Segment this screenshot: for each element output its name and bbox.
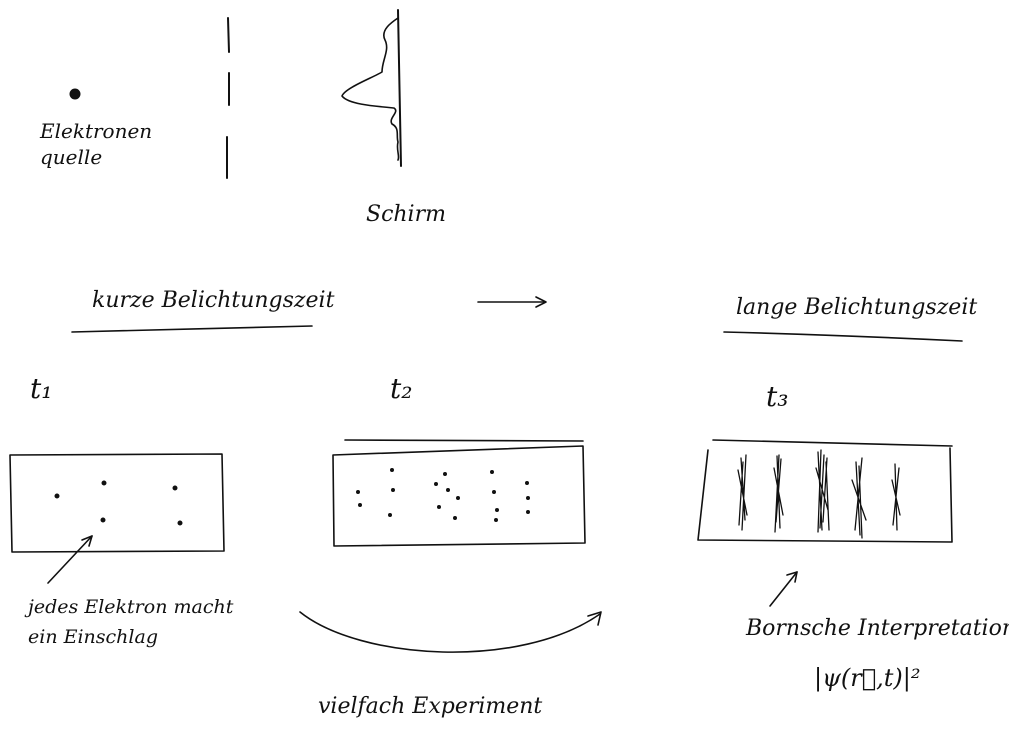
slit-barrier	[226, 17, 230, 179]
intensity-profile	[341, 17, 400, 161]
curved-arrow	[299, 611, 602, 653]
dots-t2	[356, 468, 530, 522]
right-arrow	[477, 296, 547, 308]
electron-source-dot	[69, 88, 81, 100]
box-t1	[9, 453, 225, 553]
long-exposure-label: lange Belichtungszeit	[736, 295, 978, 320]
long-exposure-underline	[723, 331, 963, 342]
short-exposure-label: kurze Belichtungszeit	[92, 288, 335, 313]
annotation-arrow-t3	[769, 571, 798, 607]
t2-label: t₂	[390, 372, 413, 405]
many-experiments-label: vielfach Experiment	[318, 694, 543, 719]
t3-label: t₃	[766, 380, 789, 413]
t1-label: t₁	[30, 372, 53, 405]
fringes-t3	[737, 449, 901, 539]
short-exposure-underline	[71, 325, 313, 333]
screen-line	[397, 9, 402, 167]
box-t3	[697, 439, 953, 543]
each-electron-label: jedes Elektron macht ein Einschlag	[28, 596, 234, 648]
box-t2	[332, 439, 586, 547]
annotation-arrow-t1	[47, 535, 93, 584]
dots-t1	[54, 480, 183, 526]
born-interpretation-label: Bornsche Interpretation	[746, 616, 1009, 641]
screen-label: Schirm	[366, 202, 446, 227]
electron-source-label: Elektronen quelle	[40, 119, 153, 169]
psi-squared-label: |ψ(r⃗,t)|²	[814, 664, 921, 692]
